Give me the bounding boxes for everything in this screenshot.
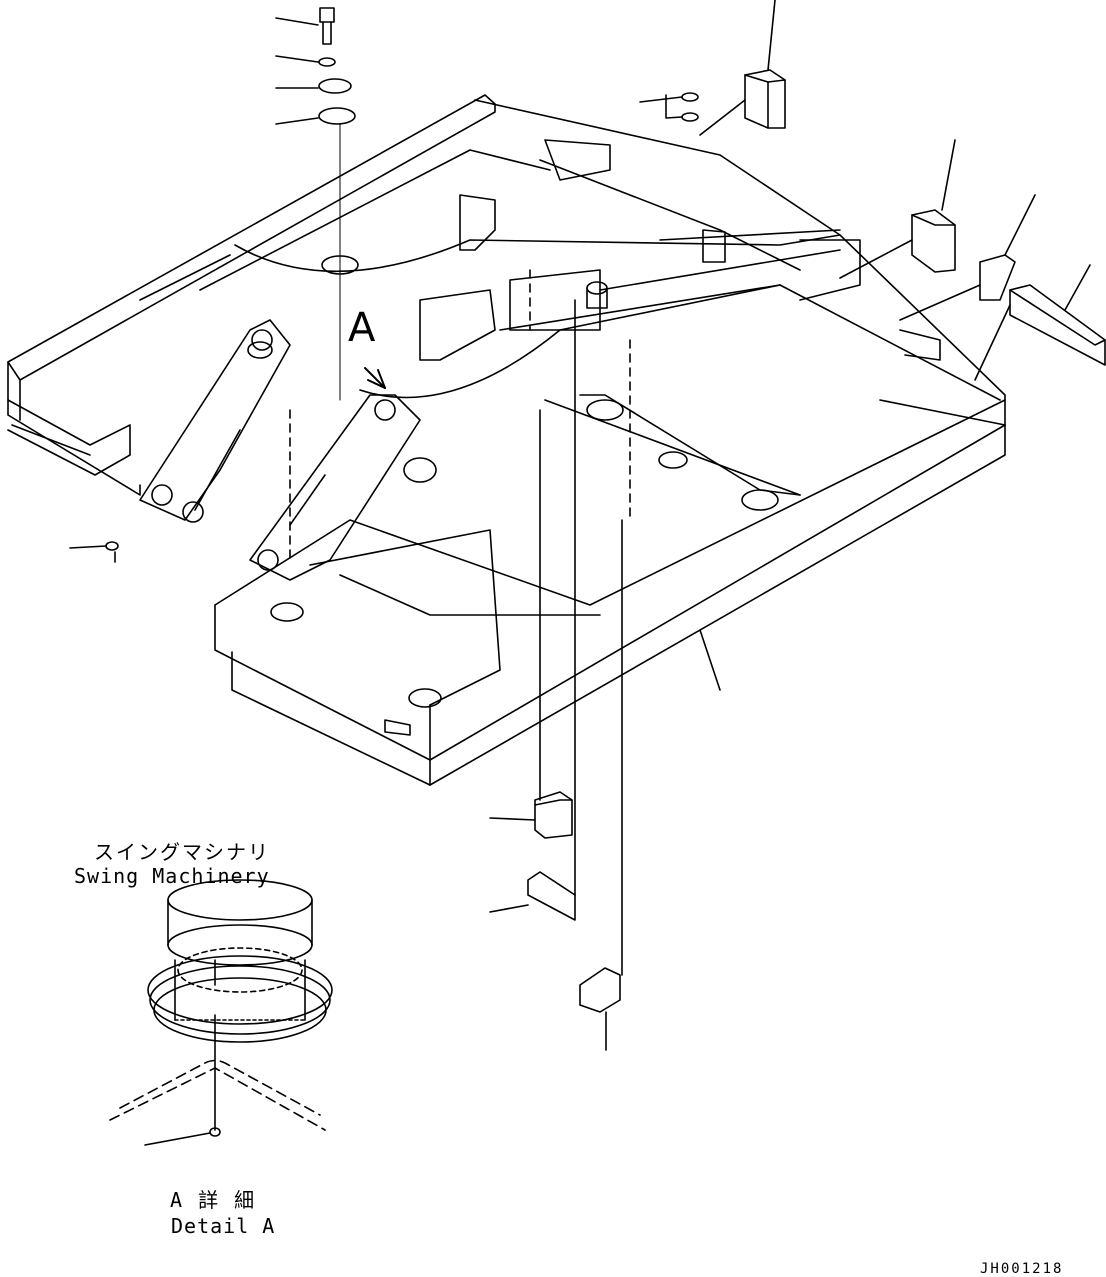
swing-machinery-detail (109, 879, 333, 1146)
drawing-id: JH001218 (980, 1261, 1064, 1277)
swing-machinery-label-en: Swing Machinery (74, 864, 270, 888)
exploded-bolt-stack (275, 7, 356, 401)
left-pin-part (69, 541, 119, 563)
detail-a-label-en: Detail A (171, 1214, 276, 1238)
revolving-frame (7, 94, 1006, 786)
swing-machinery-label-jp: スイングマシナリ (94, 840, 270, 864)
exploded-pad-parts (639, 0, 1106, 381)
view-a-letter: A (348, 305, 376, 351)
exploded-lower-pads (289, 269, 721, 1051)
detail-a-label-jp: A 詳 細 (170, 1188, 257, 1212)
